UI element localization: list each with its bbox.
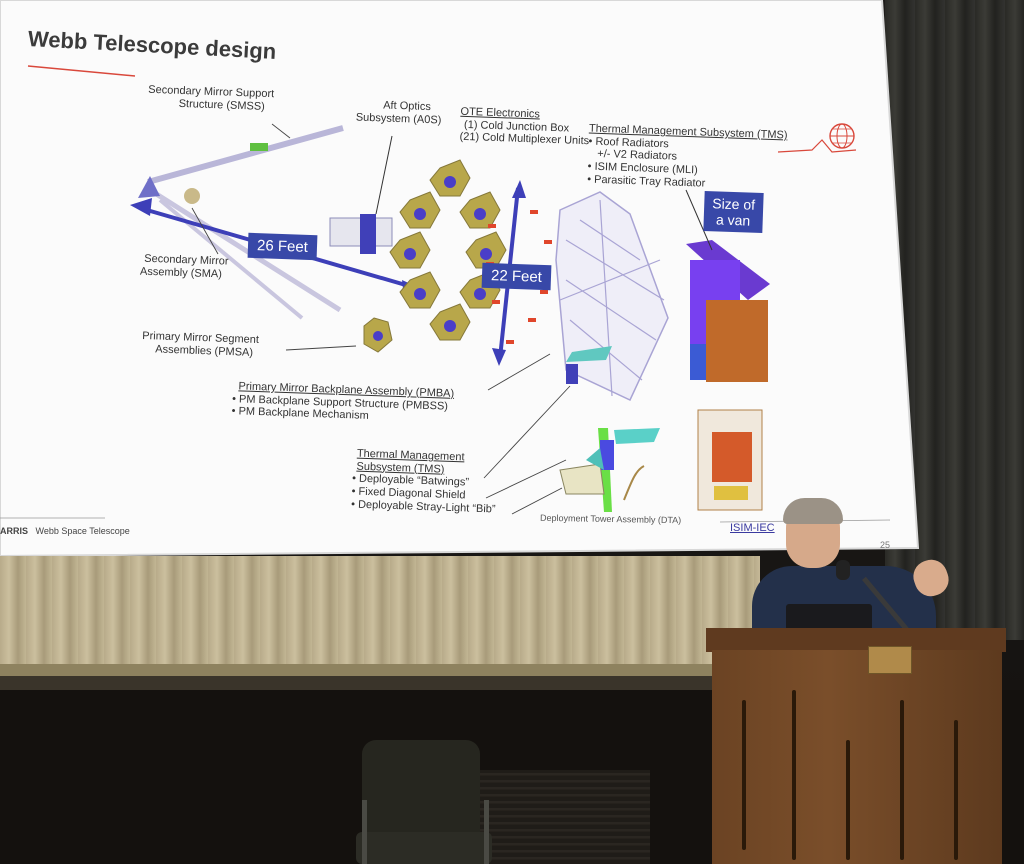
- footer-brand: ARRIS: [0, 526, 29, 536]
- slide-page-number: 25: [880, 540, 891, 550]
- aos-label: Aft Optics Subsystem (A0S): [356, 99, 442, 127]
- stage-valance: [0, 556, 760, 674]
- podium-plaque: [868, 646, 912, 674]
- callout-van: Size of a van: [703, 190, 764, 234]
- slide-footer: ARRIS Webb Space Telescope: [0, 526, 130, 536]
- projection-screen: Webb Telescope design Secondary Mirror S…: [0, 0, 920, 558]
- pmba-label: Primary Mirror Backplane Assembly (PMBA)…: [231, 380, 454, 426]
- globe-logo-icon: [829, 123, 855, 149]
- footer-project: Webb Space Telescope: [35, 526, 130, 536]
- ote-label: OTE Electronics (1) Cold Junction Box (2…: [459, 106, 590, 148]
- tms-bottom-label: Thermal Management Subsystem (TMS) • Dep…: [351, 447, 498, 515]
- callout-van-line1: Size of: [712, 195, 756, 213]
- sma-label: Secondary Mirror Assembly (SMA): [134, 252, 229, 281]
- podium-top: [706, 628, 1006, 652]
- microphone-icon: [836, 560, 850, 580]
- tms-top-label: Thermal Management Subsystem (TMS) • Roo…: [587, 123, 788, 193]
- speaker-hair: [783, 498, 843, 524]
- podium-slot: [742, 700, 746, 850]
- callout-van-line2: a van: [715, 211, 751, 229]
- stage-lip: [0, 676, 760, 690]
- callout-22-feet: 22 Feet: [481, 262, 552, 291]
- podium-slot: [900, 700, 904, 860]
- podium-slot: [846, 740, 850, 860]
- stage-vent: [480, 770, 650, 864]
- podium-slot: [954, 720, 958, 860]
- chair-leg: [362, 800, 367, 864]
- smss-label: Secondary Mirror Support Structure (SMSS…: [148, 84, 274, 114]
- podium-slot: [792, 690, 796, 860]
- chair-leg: [484, 800, 489, 864]
- pmsa-label: Primary Mirror Segment Assemblies (PMSA): [142, 330, 259, 359]
- valance-edge: [0, 664, 760, 676]
- chair-seat: [356, 832, 492, 864]
- chair: [362, 740, 480, 840]
- slide-graphics: [0, 0, 920, 558]
- callout-26-feet: 26 Feet: [247, 232, 318, 261]
- podium: [712, 650, 1002, 864]
- isim-label: ISIM-IEC: [730, 522, 775, 534]
